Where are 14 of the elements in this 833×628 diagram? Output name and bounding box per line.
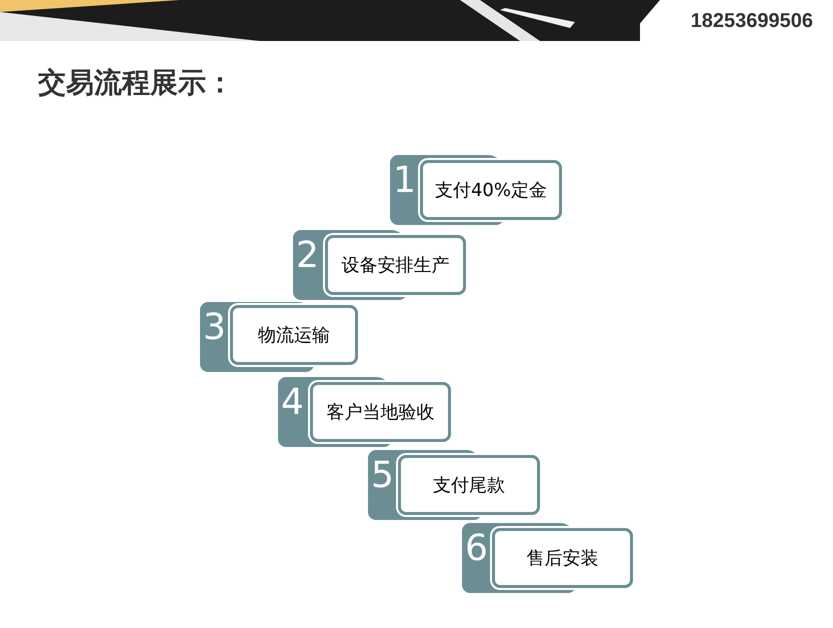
step-number: 3 <box>203 308 226 348</box>
step-number: 5 <box>371 456 394 496</box>
step-label: 售后安装 <box>526 546 598 570</box>
step-number: 6 <box>465 529 488 569</box>
step-label: 物流运输 <box>258 324 330 348</box>
step-label: 设备安排生产 <box>342 254 450 278</box>
phone-number: 18253699506 <box>690 9 813 34</box>
step-number: 1 <box>393 161 416 201</box>
step-label: 支付尾款 <box>433 474 505 498</box>
step-number: 2 <box>296 236 319 276</box>
step-label: 客户当地验收 <box>326 400 434 424</box>
step-label: 支付40%定金 <box>434 178 547 202</box>
title: 交易流程展示： <box>38 65 234 101</box>
step-number: 4 <box>281 383 304 423</box>
